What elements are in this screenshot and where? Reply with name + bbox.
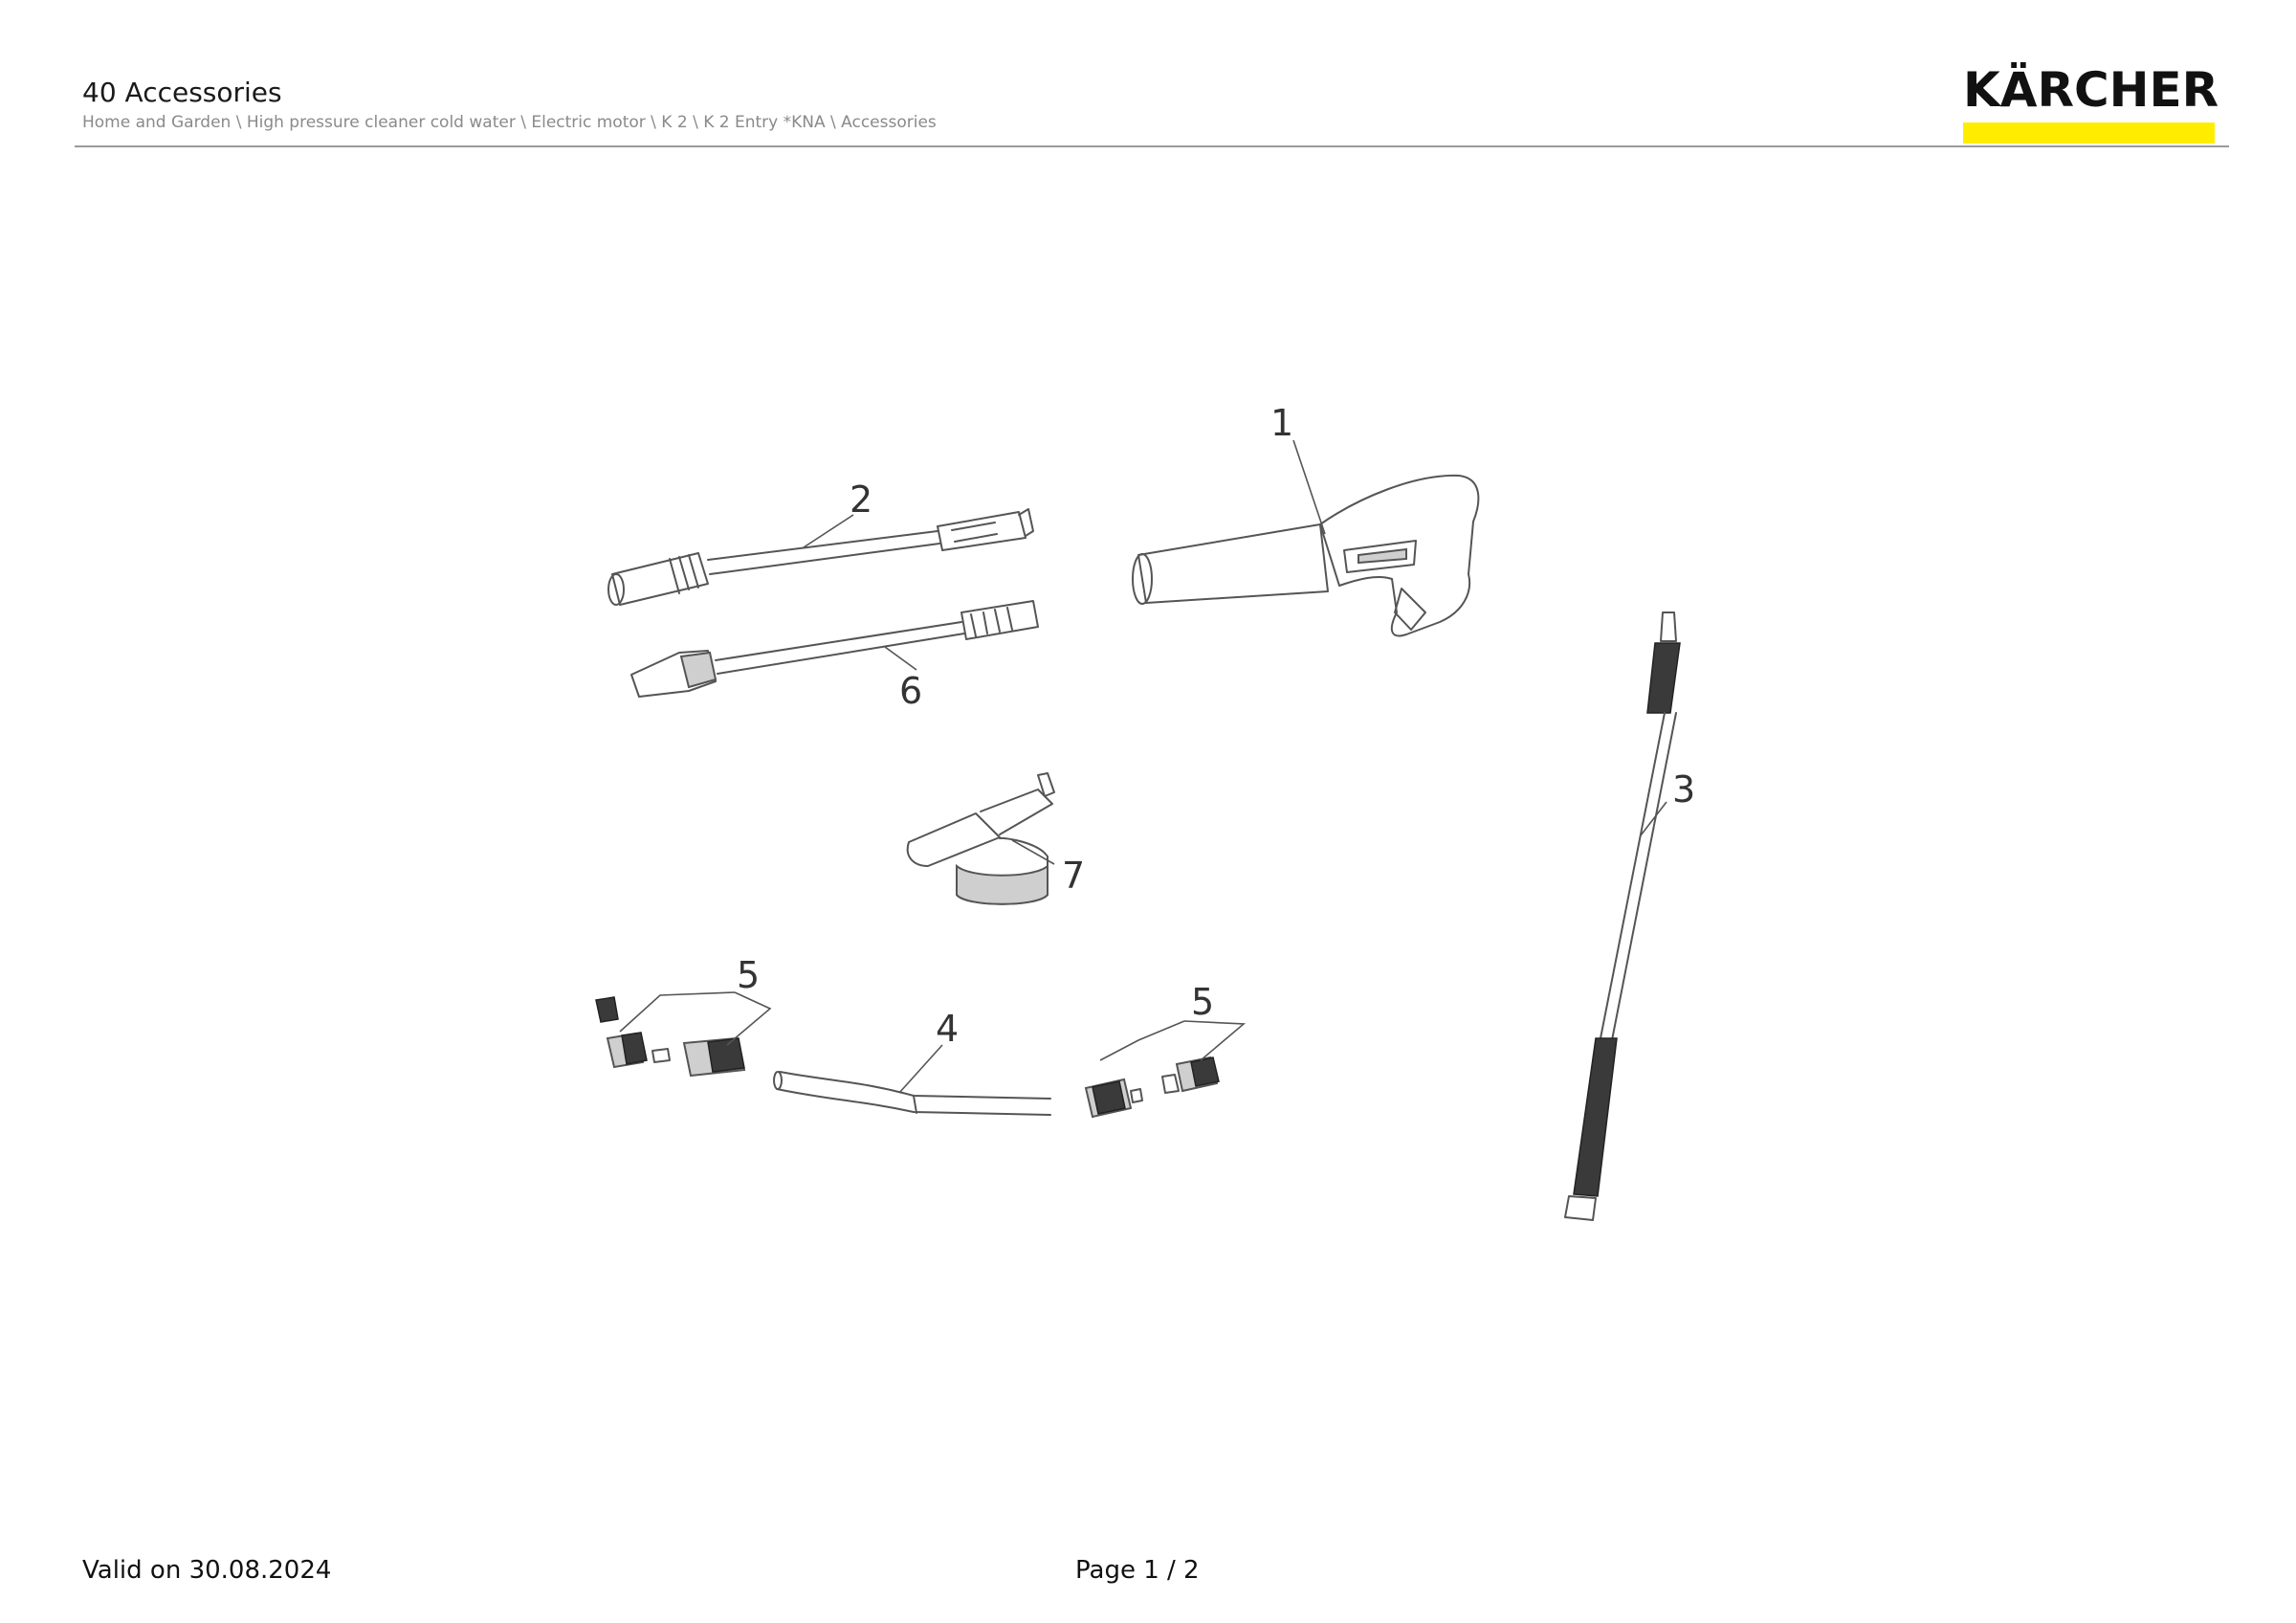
leader-lines [619, 439, 1667, 1094]
part-6-rotary-nozzle-lance [630, 600, 1039, 698]
callout-2: 2 [850, 478, 872, 521]
part-5-connectors-right [1084, 1056, 1220, 1119]
callout-3: 3 [1672, 768, 1695, 811]
callout-6: 6 [899, 670, 922, 712]
callout-5a: 5 [737, 954, 760, 996]
part-4-hose [773, 1071, 1051, 1116]
part-7-foam-nozzle [906, 772, 1055, 905]
valid-date: Valid on 30.08.2024 [82, 1556, 332, 1585]
part-5-connectors-left [595, 996, 746, 1078]
logo-text: KÄRCHER [1963, 62, 2219, 118]
part-1-trigger-gun [1132, 474, 1480, 637]
page-title: 40 Accessories [82, 77, 282, 108]
breadcrumb: Home and Garden \ High pressure cleaner … [82, 113, 937, 132]
callout-7: 7 [1062, 855, 1085, 897]
header-divider [75, 145, 2229, 147]
callout-5b: 5 [1191, 981, 1214, 1023]
callout-1: 1 [1270, 402, 1293, 444]
page-number: Page 1 / 2 [1075, 1556, 1200, 1585]
karcher-logo: KÄRCHER [1963, 62, 2219, 144]
part-2-spray-lance [607, 508, 1034, 606]
part-3-extension-lance [1564, 611, 1681, 1221]
callout-4: 4 [936, 1008, 959, 1050]
logo-yellow-bar [1963, 122, 2215, 144]
